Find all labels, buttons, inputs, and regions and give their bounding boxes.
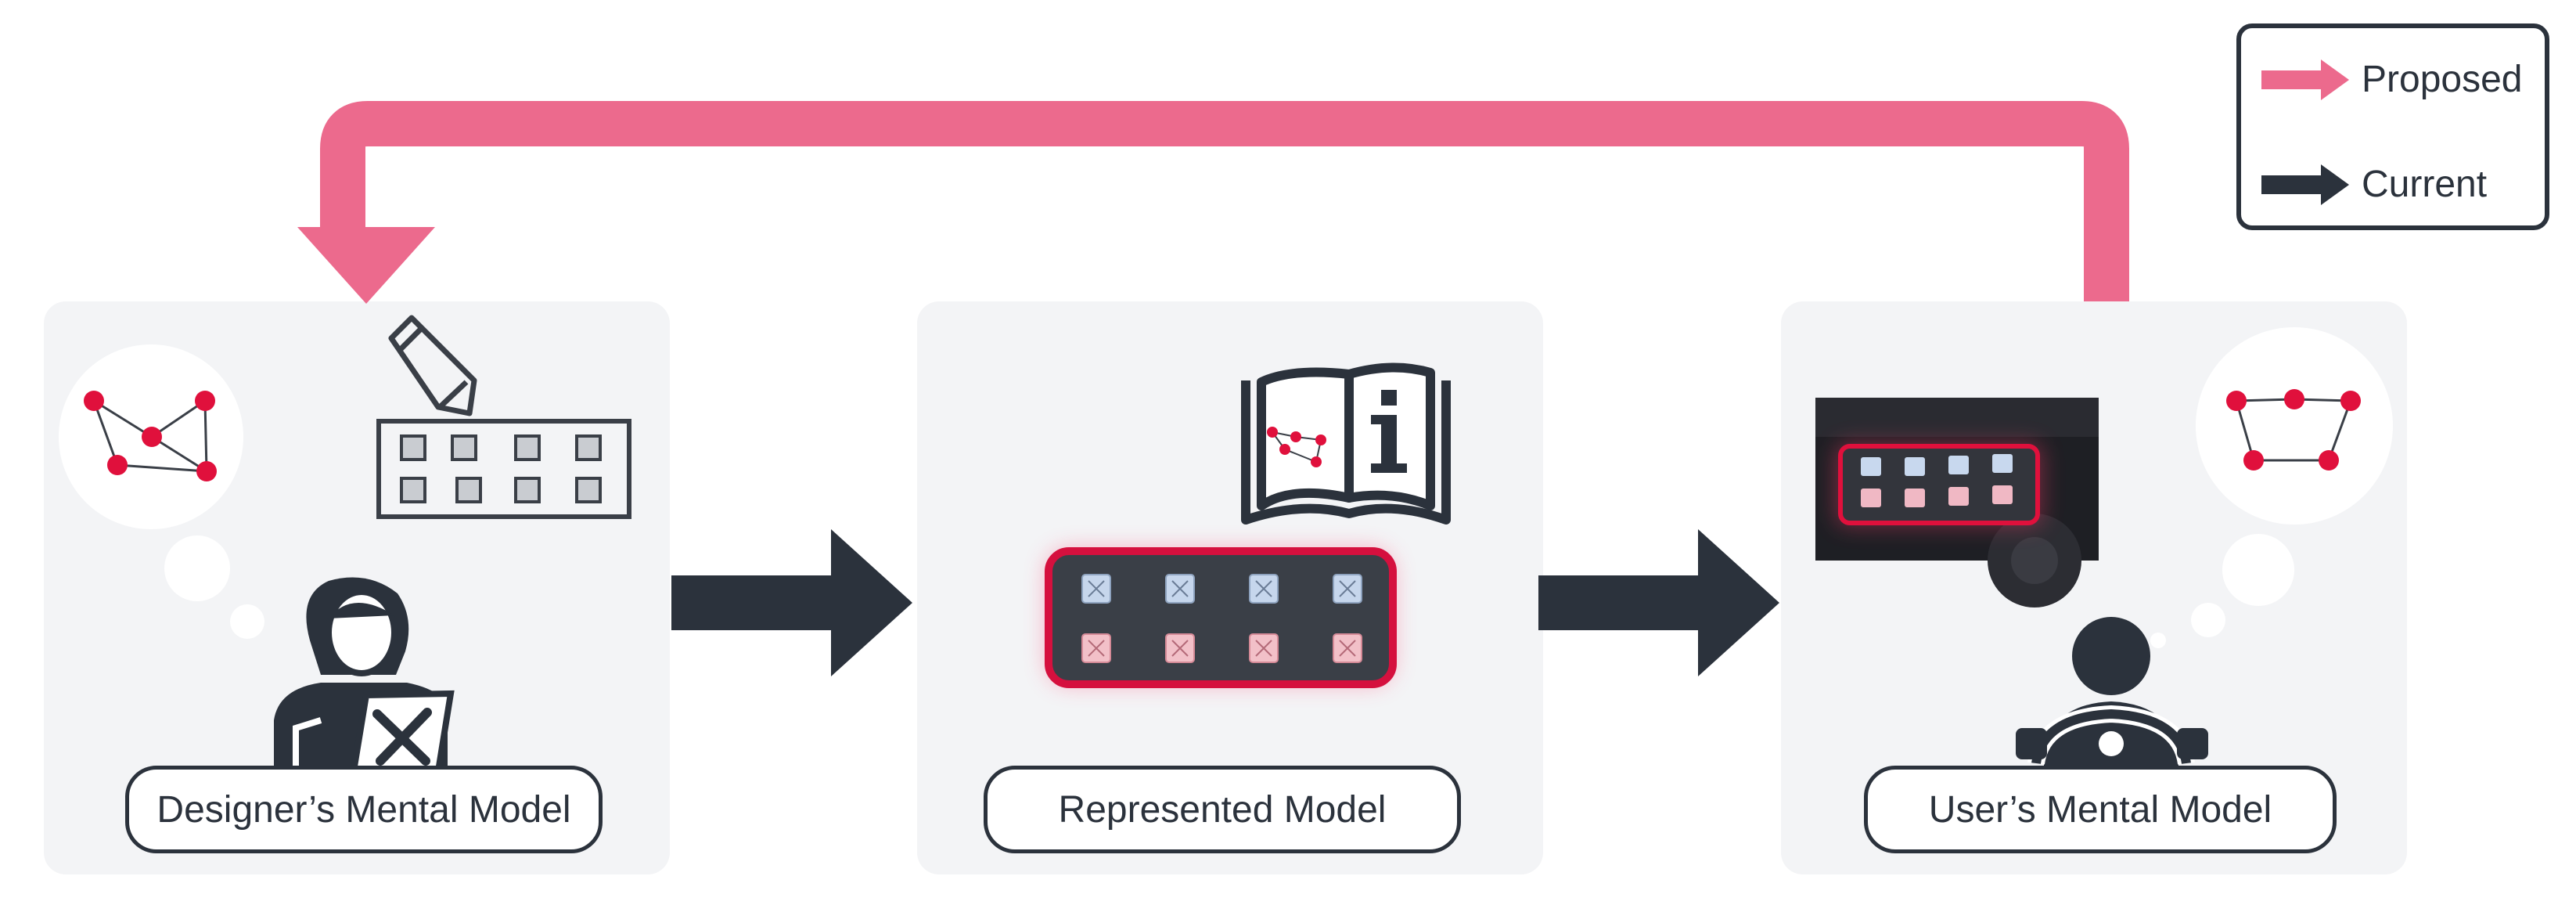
represented-control-panel xyxy=(1045,547,1397,688)
user-label: User’s Mental Model xyxy=(1928,788,2272,831)
user-label-box: User’s Mental Model xyxy=(1864,766,2337,853)
represented-label-box: Represented Model xyxy=(984,766,1461,853)
pencil-icon xyxy=(388,315,477,416)
info-icon xyxy=(1371,390,1407,473)
current-arrow-2 xyxy=(1538,529,1779,676)
represented-label: Represented Model xyxy=(1058,788,1387,831)
driver-icon xyxy=(2016,617,2208,766)
laptop-icon xyxy=(350,690,455,774)
current-legend-arrow-icon xyxy=(2261,164,2349,205)
proposed-legend-arrow-icon xyxy=(2261,59,2349,100)
network-graph-icon xyxy=(92,399,208,473)
sketch-button-panel-icon xyxy=(376,419,631,519)
legend: Proposed Current xyxy=(2236,23,2549,230)
car-dashboard-photo xyxy=(1815,398,2099,608)
proposed-arrowhead-icon xyxy=(297,227,435,304)
user-thought-bubble xyxy=(2150,327,2393,648)
designer-thought-bubble xyxy=(59,344,264,639)
designer-label-box: Designer’s Mental Model xyxy=(125,766,603,853)
proposed-feedback-arrow xyxy=(320,101,2129,301)
legend-proposed-label: Proposed xyxy=(2362,59,2523,100)
legend-current-label: Current xyxy=(2362,164,2488,205)
manual-book-icon xyxy=(1241,362,1451,525)
book-network-graph-icon xyxy=(1267,427,1326,467)
designer-label: Designer’s Mental Model xyxy=(157,788,571,831)
current-arrow-1 xyxy=(671,529,912,676)
legend-arrows xyxy=(2261,59,2349,205)
